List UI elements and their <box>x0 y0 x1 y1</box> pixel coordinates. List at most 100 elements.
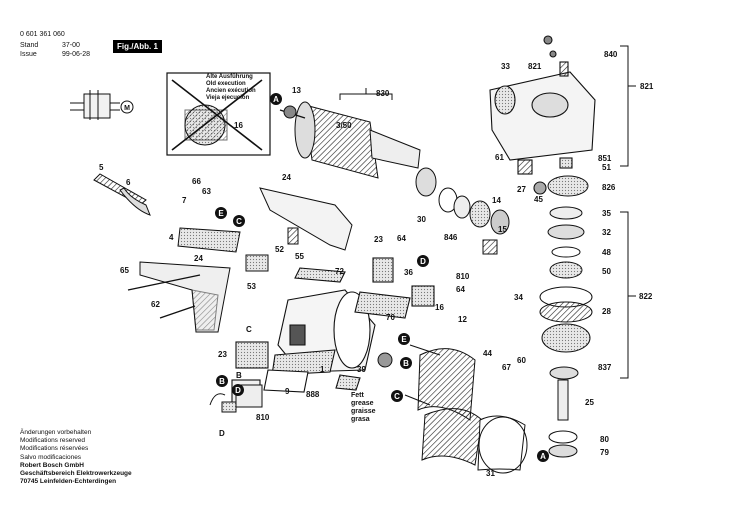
footer-line: Modifications reserved <box>20 437 86 445</box>
marker-letter: A <box>540 452 546 461</box>
callout-label: 810 <box>456 272 470 281</box>
callout-label: 27 <box>517 185 526 194</box>
inset-line: Vieja ejecución <box>206 95 250 101</box>
marker-letter: D <box>235 386 241 395</box>
callout-label: 33 <box>501 62 510 71</box>
callout-label: 36 <box>404 268 413 277</box>
marker-a-icon: A <box>537 450 549 462</box>
callout-label: C <box>246 325 252 334</box>
callout-label: 16 <box>435 303 444 312</box>
callout-label: 55 <box>295 252 304 261</box>
callout-label: 24 <box>194 254 203 263</box>
marker-e-icon: E <box>398 333 410 345</box>
company-division: Geschäftsbereich Elektrowerkzeuge <box>20 470 132 478</box>
inset-line: Ancien exécution <box>206 88 256 94</box>
issue-value: 99-06-28 <box>62 51 91 58</box>
footer: Änderungen vorbehalten Modifications res… <box>20 429 132 486</box>
callout-label: 6 <box>126 178 131 187</box>
callout-label: 52 <box>275 245 284 254</box>
callout-label: 31 <box>486 469 495 478</box>
marker-b-icon: B <box>400 357 412 369</box>
stand-value: 37-00 <box>62 42 80 49</box>
marker-letter: B <box>219 377 225 386</box>
marker-letter: D <box>420 257 426 266</box>
marker-letter: A <box>273 95 279 104</box>
callout-label: 34 <box>514 293 523 302</box>
issue-label: Issue <box>20 51 37 58</box>
callout-label: 24 <box>282 173 291 182</box>
grease-line: graisse <box>351 408 376 415</box>
callout-label: 846 <box>444 233 458 242</box>
marker-d-icon: D <box>232 384 244 396</box>
footer-line: Modifications réservées <box>20 445 89 453</box>
callout-label: 23 <box>374 235 383 244</box>
callout-label: 50 <box>602 267 611 276</box>
callout-label: 64 <box>397 234 406 243</box>
callout-label: B <box>236 371 242 380</box>
callout-label: 39 <box>357 365 366 374</box>
gear-head <box>489 35 596 195</box>
callout-label: 44 <box>483 349 492 358</box>
callout-label: 63 <box>202 187 211 196</box>
callout-label: 35 <box>602 209 611 218</box>
marker-a-icon: A <box>270 93 282 105</box>
callout-label: 25 <box>585 398 594 407</box>
callout-label: 12 <box>458 315 467 324</box>
footer-line: Änderungen vorbehalten <box>20 429 92 436</box>
callout-label: 28 <box>602 307 611 316</box>
callout-label: 840 <box>604 50 618 59</box>
callout-label: 5 <box>99 163 104 172</box>
callout-label: 826 <box>602 183 616 192</box>
callout-label: 888 <box>306 390 320 399</box>
circled-markers: E C D A E B C B D A M <box>124 93 549 462</box>
callout-label: 66 <box>192 177 201 186</box>
wiring-schematic <box>70 90 134 120</box>
marker-b-icon: B <box>216 375 228 387</box>
grease-line: grasa <box>351 416 370 423</box>
callout-label: 48 <box>602 248 611 257</box>
callout-label: 62 <box>151 300 160 309</box>
callouts: 5 6 66 63 7 4 52 24 55 23 64 72 36 810 1… <box>99 50 654 478</box>
marker-d-icon: D <box>417 255 429 267</box>
callout-label: 64 <box>456 285 465 294</box>
callout-label: D <box>219 429 225 438</box>
callout-label: 30 <box>417 215 426 224</box>
callout-label: 79 <box>600 448 609 457</box>
callout-label: 51 <box>602 163 611 172</box>
callout-label: 45 <box>534 195 543 204</box>
callout-label: 65 <box>120 266 129 275</box>
footer-line: Salvo modificaciones <box>20 453 82 461</box>
callout-label: 837 <box>598 363 612 372</box>
callout-label: 80 <box>600 435 609 444</box>
company-name: Robert Bosch GmbH <box>20 461 84 469</box>
figure-label: Fig./Abb. 1 <box>113 40 162 53</box>
callout-label: 53 <box>247 282 256 291</box>
stand-label: Stand <box>20 42 39 49</box>
field-coils <box>377 344 528 474</box>
old-execution-inset <box>166 72 271 156</box>
callout-label: 67 <box>502 363 511 372</box>
callout-label: 14 <box>492 196 501 205</box>
company-address: 70745 Leinfelden-Echterdingen <box>20 478 117 486</box>
grease-note: Fett grease graisse grasa <box>351 392 376 424</box>
marker-letter: E <box>401 335 407 344</box>
grease-line: Fett <box>351 392 364 399</box>
callout-label: 821 <box>528 62 542 71</box>
marker-letter: B <box>403 359 409 368</box>
marker-letter: C <box>394 392 400 401</box>
callout-label: 851 <box>598 154 612 163</box>
bracket-lines <box>339 45 636 379</box>
callout-label: 1 <box>320 365 325 374</box>
switch-handle-assembly <box>93 173 353 333</box>
inset-line: Alte Ausführung <box>206 74 253 80</box>
callout-label: 32 <box>602 228 611 237</box>
callout-label: 72 <box>335 267 344 276</box>
callout-label: 23 <box>218 350 227 359</box>
callout-label: 16 <box>234 121 243 130</box>
callout-label: 61 <box>495 153 504 162</box>
marker-c-icon: C <box>233 215 245 227</box>
marker-letter: E <box>218 209 224 218</box>
grease-line: grease <box>351 400 374 407</box>
